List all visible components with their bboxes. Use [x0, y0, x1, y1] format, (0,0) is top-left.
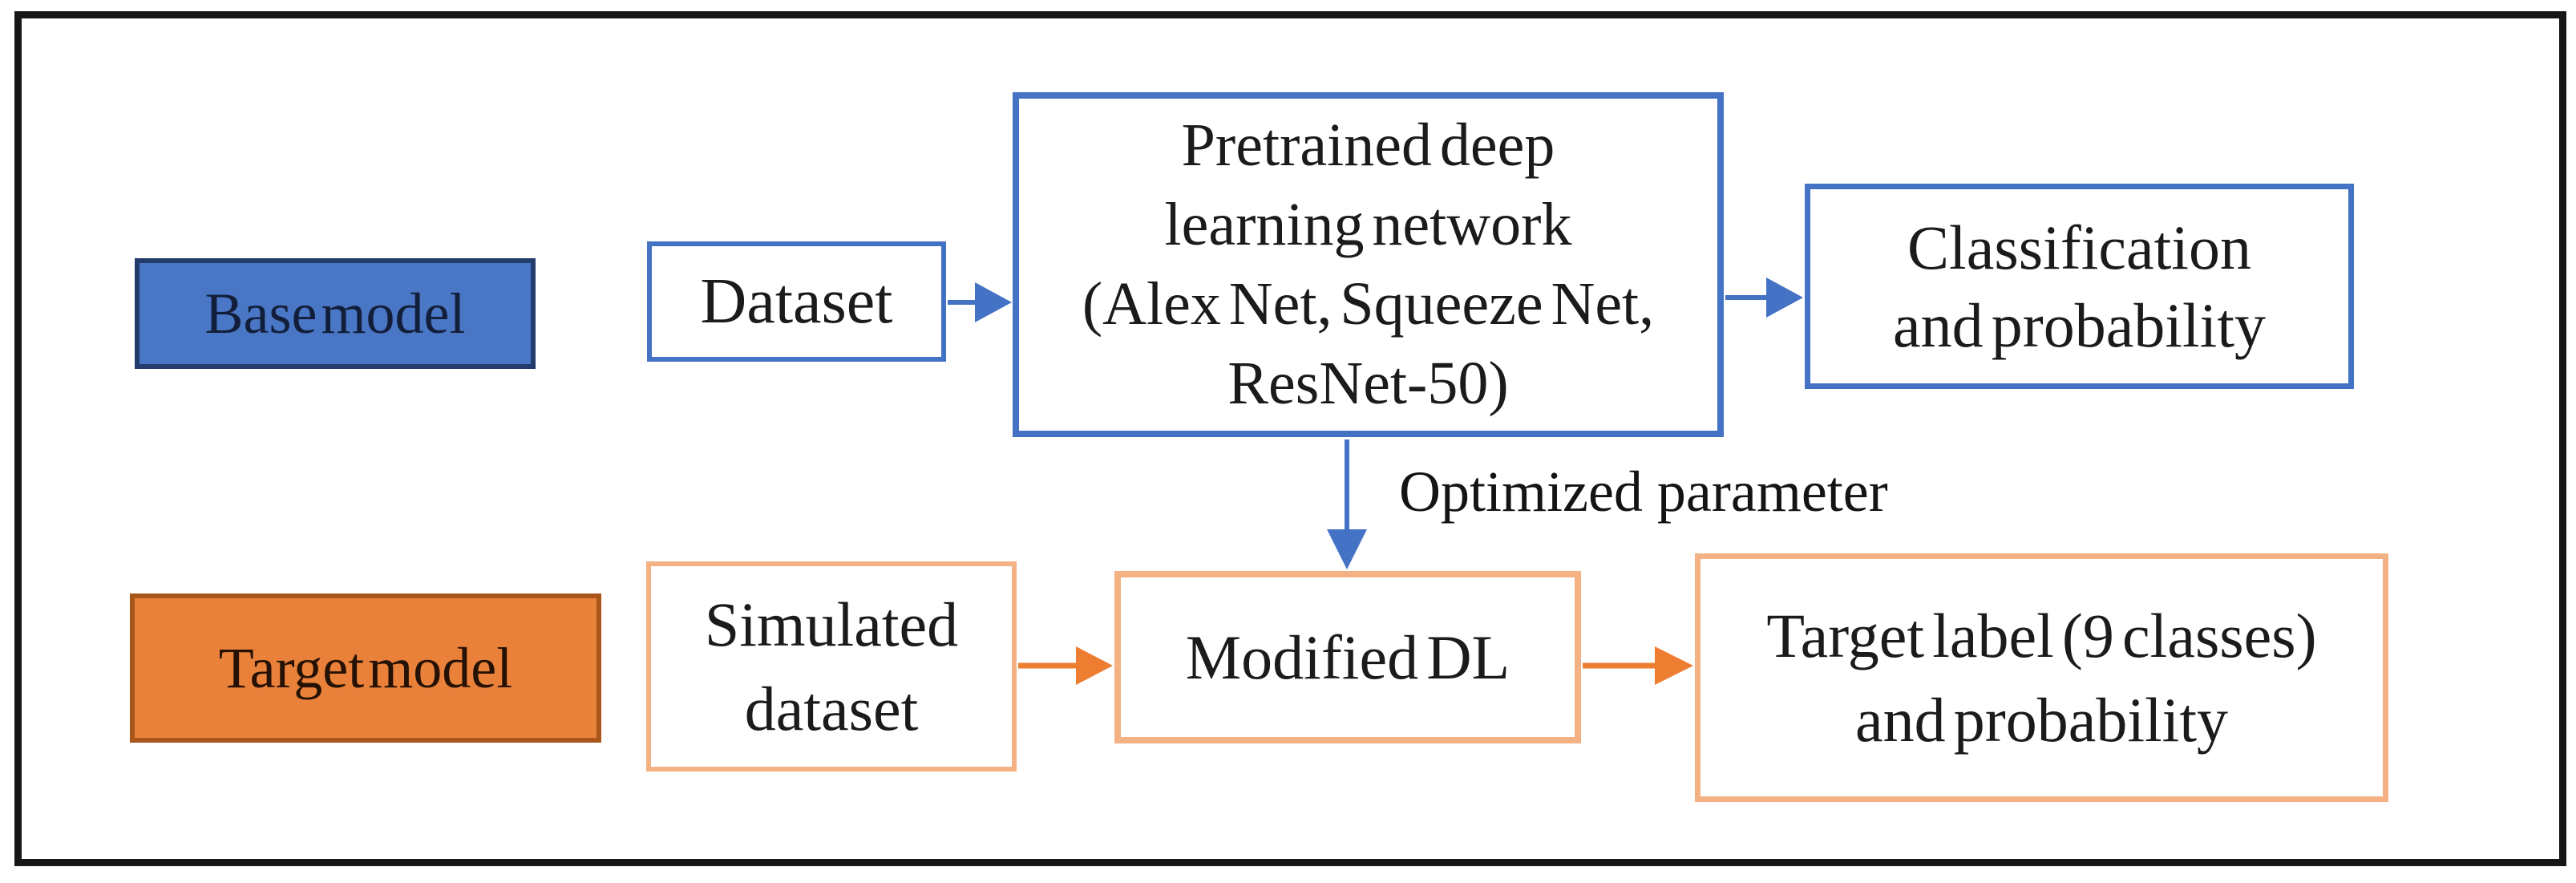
pretrained-line-2: learning network — [1164, 191, 1572, 259]
pretrained-line-4: ResNet-50) — [1227, 349, 1509, 417]
simulated-line-1: Simulated — [704, 589, 959, 659]
simulated-dataset-box: Simulated dataset — [646, 561, 1017, 772]
modified-dl-box: Modified DL — [1114, 571, 1581, 743]
dataset-label: Dataset — [700, 265, 893, 337]
arrow-simulated-to-modified — [1018, 646, 1113, 685]
base-model-label: Base model — [204, 281, 466, 346]
pretrained-line-3: (Alex Net, Squeeze Net, — [1082, 270, 1655, 338]
classification-box: Classification and probability — [1805, 184, 2354, 389]
base-model-box: Base model — [135, 258, 536, 369]
arrow-pretrained-to-classification — [1725, 277, 1803, 318]
classification-line-2: and probability — [1892, 290, 2267, 360]
arrow-modified-to-target-label — [1583, 646, 1693, 685]
arrow-optimized-parameter-down — [1327, 439, 1367, 569]
optimized-parameter-label: Optimized parameter — [1399, 460, 1888, 524]
simulated-line-2: dataset — [744, 674, 919, 743]
pretrained-line-1: Pretrained deep — [1181, 111, 1555, 180]
modified-dl-label: Modified DL — [1185, 622, 1510, 692]
figure-border — [14, 11, 2566, 866]
classification-line-1: Classification — [1907, 212, 2251, 282]
target-model-box: Target model — [130, 593, 601, 743]
target-label-line-2: and probability — [1854, 685, 2229, 755]
dataset-box: Dataset — [647, 241, 946, 362]
arrow-dataset-to-pretrained — [948, 282, 1012, 322]
target-label-line-1: Target label (9 classes) — [1766, 600, 2317, 670]
target-model-label: Target model — [218, 635, 513, 700]
target-label-box: Target label (9 classes) and probability — [1695, 553, 2388, 802]
pretrained-network-box: Pretrained deep learning network (Alex N… — [1013, 92, 1724, 437]
